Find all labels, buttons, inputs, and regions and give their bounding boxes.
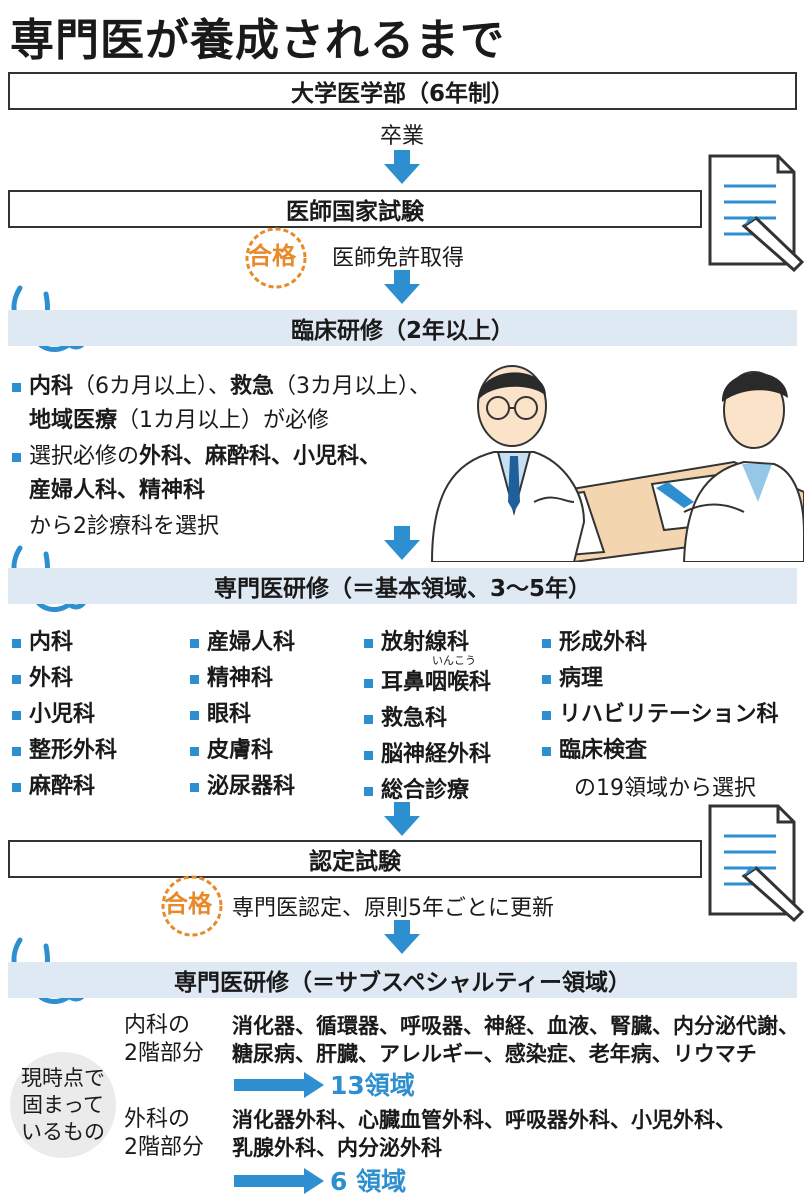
basic-field-item: 放射線科: [364, 624, 469, 656]
bullet-square: [364, 750, 373, 760]
basic-field-item: 内科: [12, 624, 73, 656]
circle-label-line: 固まって: [21, 1092, 105, 1117]
bullet-square: [542, 710, 551, 720]
bullet-square: [12, 746, 21, 756]
basic-field-item: 麻酔科: [12, 768, 95, 800]
basic-field-item: 精神科: [190, 660, 273, 692]
graduation-label: 卒業: [380, 124, 425, 149]
internal-medicine-items: 消化器、循環器、呼吸器、神経、血液、腎臓、内分泌代謝、 糖尿病、肝臓、アレルギー…: [232, 1014, 799, 1066]
document-pen-icon: [704, 152, 805, 273]
arrow-down-icon: [384, 526, 420, 560]
step-university: 大学医学部（6年制）: [8, 72, 797, 110]
clinical-required-bullet: 内科（6カ月以上）、救急（3カ月以上）、: [12, 370, 431, 404]
bullet-square: [364, 678, 373, 688]
bullet-square: [12, 638, 21, 648]
basic-field-item: 病理: [542, 660, 603, 692]
bullet-square: [542, 638, 551, 648]
step-clinical-training: 臨床研修（2年以上）: [8, 310, 797, 346]
bullet-square: [12, 710, 21, 720]
arrow-down-icon: [384, 270, 420, 304]
basic-field-item: 整形外科: [12, 732, 117, 764]
bullet-square: [190, 782, 199, 792]
basic-field-item: 臨床検査: [542, 732, 647, 764]
bullet-square: [364, 638, 373, 648]
surgery-label: 外科の 2階部分: [124, 1107, 204, 1160]
internal-medicine-label: 内科の 2階部分: [124, 1013, 204, 1066]
bullet-square: [12, 782, 21, 792]
bullet-square: [190, 746, 199, 756]
cert-note: 専門医認定、原則5年ごとに更新: [232, 896, 554, 921]
bullet-square: [12, 382, 21, 392]
arrow-down-icon: [384, 920, 420, 954]
clinical-elective-note: から2診療科を選択: [29, 514, 219, 539]
clinical-elective-bullet: 選択必修の外科、麻酔科、小児科、: [12, 440, 381, 474]
bullet-square: [12, 452, 21, 462]
current-fixed-circle: 現時点で 固まって いるもの: [10, 1052, 116, 1158]
basic-fields-note: の19領域から選択: [574, 776, 756, 801]
clinical-elective-bullet-line2: 産婦人科、精神科: [29, 478, 206, 503]
basic-field-item: 泌尿器科: [190, 768, 295, 800]
pass-stamp-icon: [160, 874, 224, 938]
basic-field-item: 小児科: [12, 696, 95, 728]
surgery-items: 消化器外科、心臓血管外科、呼吸器外科、小児外科、 乳腺外科、内分泌外科: [232, 1108, 736, 1160]
basic-field-item: 外科: [12, 660, 73, 692]
arrow-down-icon: [384, 150, 420, 184]
bullet-square: [190, 674, 199, 684]
circle-label-line: いるもの: [21, 1119, 105, 1144]
furigana-label: いんこう: [432, 654, 476, 667]
basic-field-item: 救急科: [364, 700, 447, 732]
basic-field-item: リハビリテーション科: [542, 696, 779, 728]
bullet-square: [364, 714, 373, 724]
internal-count: 13領域: [330, 1071, 415, 1100]
basic-field-item: 脳神経外科: [364, 736, 491, 768]
bullet-square: [12, 674, 21, 684]
basic-field-item: 形成外科: [542, 624, 647, 656]
right-arrow-icon: [234, 1072, 324, 1098]
basic-field-item: 皮膚科: [190, 732, 273, 764]
document-pen-icon: [704, 802, 805, 923]
step-specialist-subspecialty: 専門医研修（＝サブスペシャルティー領域）: [8, 962, 797, 998]
bullet-square: [542, 746, 551, 756]
pass-stamp-label: 合格: [164, 890, 212, 918]
right-arrow-icon: [234, 1168, 324, 1194]
circle-label-line: 現時点で: [21, 1065, 105, 1090]
step-cert-exam: 認定試験: [8, 840, 702, 878]
basic-field-item: 耳鼻咽喉科: [364, 664, 491, 696]
arrow-down-icon: [384, 802, 420, 836]
surgery-count: 6 領域: [330, 1167, 407, 1196]
basic-field-item: 眼科: [190, 696, 251, 728]
basic-field-item: 産婦人科: [190, 624, 295, 656]
doctor-illustration: [424, 352, 805, 564]
basic-field-item: 総合診療: [364, 772, 469, 804]
bullet-square: [190, 710, 199, 720]
step-specialist-basic: 専門医研修（＝基本領域、3～5年）: [8, 568, 797, 604]
bullet-square: [190, 638, 199, 648]
bullet-square: [364, 786, 373, 796]
license-label: 医師免許取得: [332, 246, 465, 271]
step-national-exam: 医師国家試験: [8, 190, 702, 228]
clinical-required-bullet-line2: 地域医療（1カ月以上）が必修: [29, 408, 330, 433]
pass-stamp-label: 合格: [248, 242, 296, 270]
bullet-square: [542, 674, 551, 684]
pass-stamp-icon: [244, 226, 308, 290]
page-title: 専門医が養成されるまで: [10, 15, 505, 66]
